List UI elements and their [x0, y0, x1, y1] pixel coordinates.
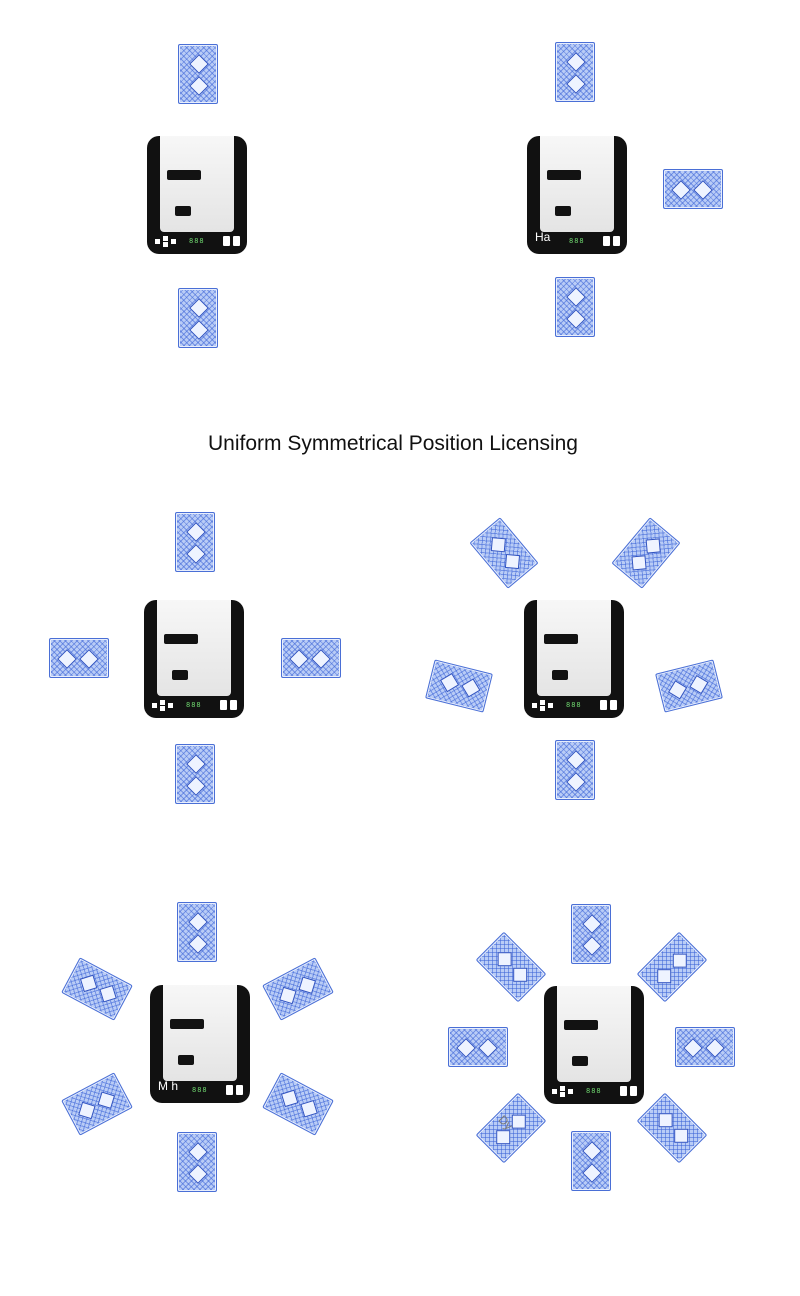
card: [177, 902, 217, 962]
card: [475, 931, 547, 1003]
dealer-machine: 888: [147, 136, 247, 254]
panel-button: [226, 1085, 233, 1095]
machine-face: [157, 600, 231, 696]
card: [636, 1092, 708, 1164]
card: [175, 744, 215, 804]
panel-button: [230, 700, 237, 710]
card-slot: [564, 1020, 598, 1030]
page-title: Uniform Symmetrical Position Licensing: [208, 432, 578, 455]
panel-button: [233, 236, 240, 246]
card-slot-small: [178, 1055, 194, 1065]
display-digits: 888: [569, 237, 585, 245]
card: [61, 957, 133, 1021]
card: [425, 659, 493, 713]
card-slot-small: [172, 670, 188, 680]
panel-button: [236, 1085, 243, 1095]
card-slot-small: [552, 670, 568, 680]
panel-button: [620, 1086, 627, 1096]
card-slot-small: [175, 206, 191, 216]
card-slot: [167, 170, 201, 180]
panel-button: [223, 236, 230, 246]
machine-face: [537, 600, 611, 696]
card: [175, 512, 215, 572]
dealer-machine: 888 M h: [150, 985, 250, 1103]
control-panel: 888: [550, 1084, 638, 1098]
dealer-machine: 888: [544, 986, 644, 1104]
card: Dy: [475, 1092, 547, 1164]
card: [611, 517, 681, 589]
dealer-machine: 888: [524, 600, 624, 718]
machine-label: M h: [158, 1079, 179, 1093]
machine-face: [160, 136, 234, 232]
card: [571, 904, 611, 964]
display-digits: 888: [192, 1086, 208, 1094]
dpad-icon: [155, 236, 177, 247]
card-slot: [170, 1019, 204, 1029]
card: [177, 1132, 217, 1192]
display-digits: 888: [566, 701, 582, 709]
card-slot-small: [555, 206, 571, 216]
display-digits: 888: [189, 237, 205, 245]
panel-button: [613, 236, 620, 246]
card: [555, 42, 595, 102]
card: [555, 277, 595, 337]
card: [49, 638, 109, 678]
card: [178, 44, 218, 104]
card: [469, 517, 539, 589]
machine-face: [540, 136, 614, 232]
machine-face: [557, 986, 631, 1082]
panel-button: [603, 236, 610, 246]
card: [555, 740, 595, 800]
control-panel: 888: [156, 1083, 244, 1097]
card-slot: [164, 634, 198, 644]
card: [281, 638, 341, 678]
machine-label: Ha: [535, 230, 551, 244]
display-digits: 888: [186, 701, 202, 709]
dpad-icon: [552, 1086, 574, 1097]
card: [61, 1072, 133, 1136]
panel-button: [220, 700, 227, 710]
card-slot: [544, 634, 578, 644]
card: [675, 1027, 735, 1067]
panel-button: [600, 700, 607, 710]
control-panel: 888: [533, 234, 621, 248]
card: [636, 931, 708, 1003]
panel-button: [630, 1086, 637, 1096]
machine-face: [163, 985, 237, 1081]
card-slot-small: [572, 1056, 588, 1066]
card: [655, 659, 723, 713]
card-label: Dy: [495, 1112, 516, 1133]
dpad-icon: [532, 700, 554, 711]
card: [448, 1027, 508, 1067]
card: [178, 288, 218, 348]
card: [262, 957, 334, 1021]
card: [262, 1072, 334, 1136]
display-digits: 888: [586, 1087, 602, 1095]
dealer-machine: 888 Ha: [527, 136, 627, 254]
card: [571, 1131, 611, 1191]
panel-button: [610, 700, 617, 710]
card-slot: [547, 170, 581, 180]
control-panel: 888: [153, 234, 241, 248]
dpad-icon: [152, 700, 174, 711]
control-panel: 888: [530, 698, 618, 712]
control-panel: 888: [150, 698, 238, 712]
dealer-machine: 888: [144, 600, 244, 718]
card: [663, 169, 723, 209]
